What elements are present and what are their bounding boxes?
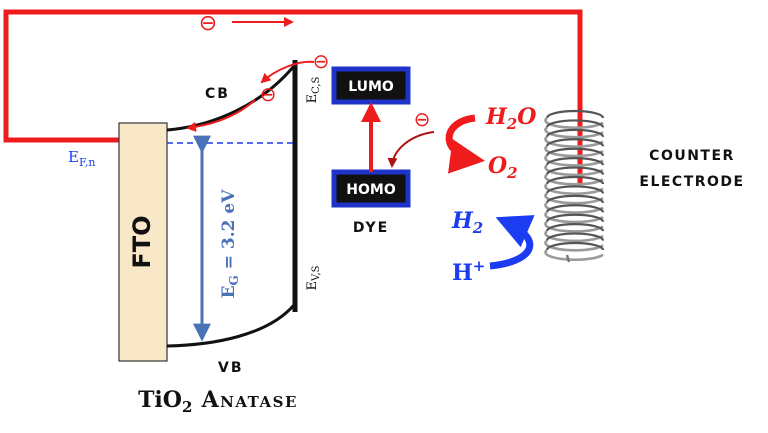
proton-label: H+ <box>452 257 485 286</box>
electron-transport-arrow <box>186 99 256 132</box>
coil-turn-front <box>544 126 604 139</box>
hydrogen-label-main: H <box>451 208 474 234</box>
ev-label-sub: V,S <box>311 265 322 282</box>
coil-turn-front <box>544 201 604 214</box>
coil-turn-back <box>545 128 605 138</box>
coil-turn-back <box>545 204 605 213</box>
dye-regeneration-arrow <box>387 131 435 168</box>
svg-text:EG = 3.2 eV: EG = 3.2 eV <box>219 189 241 299</box>
coil-turn-front <box>544 145 604 158</box>
tio2-label-sub: 2 <box>182 398 192 416</box>
coil-turn-front <box>544 154 604 167</box>
homo-label: HOMO <box>346 182 396 198</box>
coil-turn-front <box>544 239 604 252</box>
electron-symbol-dye: ⊖ <box>414 107 431 131</box>
ev-label-group: EV,S <box>305 265 322 290</box>
oxygen-label: O2 <box>488 153 518 182</box>
bandgap-label-sub: G <box>227 275 241 285</box>
fermi-level-label: EF,n <box>68 148 95 169</box>
proton-label-sup: + <box>473 257 486 275</box>
bandgap-label-group: EG = 3.2 eV <box>219 189 241 299</box>
ec-label-main: E <box>305 94 320 104</box>
water-oxidation-arrow <box>445 114 485 174</box>
electron-symbol-surface: ⊖ <box>313 49 330 73</box>
coil-turn-front <box>544 135 604 148</box>
water-label-tail: O <box>517 104 536 130</box>
coil-turn-front <box>544 116 604 130</box>
coil-turn-back <box>545 175 605 185</box>
ev-label-main: E <box>305 281 320 291</box>
dye-label: DYE <box>353 220 389 236</box>
counter-electrode-label-line2: ELECTRODE <box>639 174 744 190</box>
electron-symbol-cb: ⊖ <box>260 82 277 106</box>
coil-tail <box>565 254 571 263</box>
vb-label: VB <box>218 360 244 376</box>
fto-electrode <box>118 122 168 362</box>
svg-text:EV,S: EV,S <box>305 265 322 290</box>
coil-turn-front <box>544 220 604 233</box>
electron-symbol-top: ⊖ <box>199 11 217 36</box>
svg-text:EC,S: EC,S <box>305 76 322 103</box>
coil-turn-back <box>545 138 605 147</box>
lumo-label: LUMO <box>348 79 394 95</box>
coil-turn-back <box>545 166 605 175</box>
bandgap-label-main: E <box>219 285 239 298</box>
coil-turn-back <box>545 232 605 241</box>
coil-turn-front <box>544 192 604 205</box>
coil-turn-back <box>545 157 605 166</box>
water-label-sub: 2 <box>506 115 517 133</box>
coil-turn-back <box>545 241 605 251</box>
oxygen-label-sub: 2 <box>506 164 517 182</box>
oxygen-label-main: O <box>488 153 507 179</box>
coil-turn-front <box>544 164 604 177</box>
tio2-label-tail: Anatase <box>192 387 298 413</box>
hydrogen-label-sub: 2 <box>472 219 483 237</box>
ec-label-sub: C,S <box>311 76 322 93</box>
coil-turn-front <box>544 182 604 196</box>
fermi-level-label-sub: F,n <box>79 156 96 169</box>
water-label-main: H <box>485 104 508 130</box>
coil-turn-back <box>545 109 605 119</box>
counter-electrode-label-line1: COUNTER <box>649 148 735 164</box>
bandgap-label-value: = 3.2 eV <box>219 189 239 275</box>
coil-turn-back <box>545 147 605 157</box>
ec-label-group: EC,S <box>305 76 322 103</box>
external-circuit-wire <box>3 9 583 185</box>
hydrogen-evolution-arrow <box>489 215 535 270</box>
coil-turn-back <box>545 223 605 232</box>
valence-band-curve <box>166 304 296 348</box>
fermi-level-label-main: E <box>68 148 79 166</box>
cb-label: CB <box>205 86 230 102</box>
coil-turn-back <box>545 185 605 194</box>
conduction-band-curve <box>166 65 296 132</box>
water-label: H2O <box>485 104 536 133</box>
proton-label-main: H <box>452 260 473 286</box>
coil-turn-front <box>544 173 604 186</box>
hydrogen-label: H2 <box>451 208 483 237</box>
coil-turn-back <box>545 194 605 204</box>
counter-electrode-coil <box>544 109 605 263</box>
coil-turn-back <box>545 213 605 223</box>
fto-label: FTO <box>128 215 156 268</box>
coil-turn-front <box>544 248 604 262</box>
coil-turn-front <box>544 230 604 243</box>
coil-turn-back <box>545 119 605 128</box>
coil-turn-front <box>544 211 604 224</box>
tio2-label-main: TiO <box>138 387 182 413</box>
electron-injection-arrow <box>260 60 315 84</box>
tio2-anatase-label: TiO2 Anatase <box>138 387 298 416</box>
